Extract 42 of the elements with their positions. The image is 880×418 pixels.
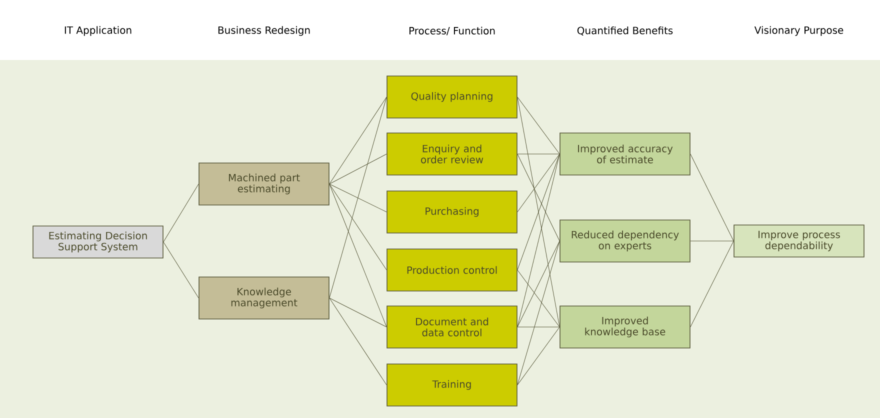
column-header: IT Application bbox=[64, 26, 132, 36]
connector-line bbox=[329, 298, 387, 386]
connector-line bbox=[329, 184, 387, 212]
connector-line bbox=[329, 184, 387, 328]
connector-line bbox=[517, 154, 560, 242]
connector-line bbox=[329, 298, 387, 328]
connector-line bbox=[329, 96, 387, 184]
process-box: Improved knowledge base bbox=[560, 306, 690, 348]
column-header: Business Redesign bbox=[218, 26, 310, 36]
connector-line bbox=[517, 96, 560, 328]
process-box: Estimating Decision Support System bbox=[32, 226, 164, 258]
connector-line bbox=[517, 270, 560, 328]
connector-line bbox=[517, 154, 560, 212]
connector-line bbox=[517, 326, 560, 386]
process-box: Improve process dependability bbox=[734, 224, 864, 258]
process-box: Production control bbox=[386, 248, 518, 292]
connector-line bbox=[517, 96, 560, 154]
process-box: Quality planning bbox=[386, 76, 518, 118]
process-box: Machined part estimating bbox=[198, 162, 330, 206]
process-box: Purchasing bbox=[386, 190, 518, 234]
process-box: Knowledge management bbox=[198, 276, 330, 320]
connector-line bbox=[517, 154, 560, 328]
process-box: Reduced dependency on experts bbox=[560, 220, 690, 262]
connector-line bbox=[517, 240, 560, 328]
connector-line bbox=[517, 326, 560, 328]
column-header: Quantified Benefits bbox=[577, 26, 673, 36]
column-header: Process/ Function bbox=[409, 26, 495, 36]
connector-line bbox=[329, 184, 387, 270]
process-box: Training bbox=[386, 364, 518, 406]
connector-line bbox=[329, 154, 387, 184]
connector-line bbox=[329, 96, 387, 298]
connector-line bbox=[163, 242, 199, 298]
process-box: Improved accuracy of estimate bbox=[560, 132, 690, 176]
connector-line bbox=[517, 154, 560, 270]
connector-line bbox=[517, 240, 560, 386]
connector-line bbox=[690, 154, 734, 242]
column-header: Visionary Purpose bbox=[754, 26, 844, 36]
connector-line bbox=[690, 240, 734, 328]
connector-line bbox=[163, 184, 199, 242]
process-box: Document and data control bbox=[386, 306, 518, 348]
process-box: Enquiry and order review bbox=[386, 132, 518, 176]
connector-line bbox=[690, 240, 734, 242]
